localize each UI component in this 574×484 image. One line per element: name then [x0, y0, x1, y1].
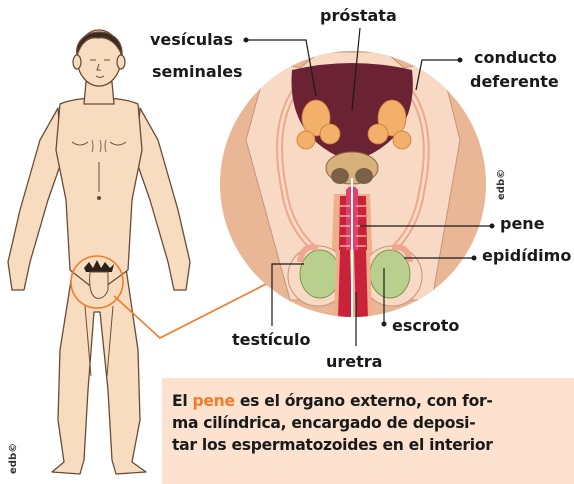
caption-line3: tar los espermatozoides en el interior — [172, 436, 493, 454]
leader-dots — [243, 37, 495, 327]
label-testiculo: testículo — [232, 330, 311, 349]
watermark-figure: edb© — [8, 442, 19, 474]
caption-line1: es el órgano externo, con for- — [239, 392, 493, 410]
figure-details — [71, 59, 127, 377]
caption-box: El pene es el órgano externo, con for- m… — [162, 378, 574, 484]
caption-line2: ma cilíndrica, encargado de deposi- — [172, 414, 476, 432]
label-conducto-line1: conducto — [474, 48, 557, 67]
human-figure — [7, 29, 191, 475]
figure-genital-region — [70, 255, 124, 309]
label-uretra: uretra — [326, 352, 383, 371]
label-vesiculas-line2: seminales — [152, 62, 243, 81]
label-prostata: próstata — [320, 6, 397, 25]
label-vesiculas-line1: vesículas — [150, 30, 233, 49]
label-pene: pene — [500, 214, 545, 233]
anatomy-cutaway — [245, 51, 461, 317]
caption-text: El pene es el órgano externo, con for- m… — [172, 390, 572, 456]
watermark-zoom: edb© — [496, 168, 507, 200]
label-conducto-line2: deferente — [470, 72, 559, 91]
caption-prefix: El — [172, 392, 188, 410]
label-epididimo: epidídimo — [482, 246, 572, 265]
label-escroto: escroto — [392, 316, 460, 335]
caption-highlight: pene — [192, 392, 236, 410]
zoom-marker-circle — [70, 255, 124, 309]
leader-lines — [246, 27, 492, 346]
zoom-connector-line — [113, 279, 275, 339]
